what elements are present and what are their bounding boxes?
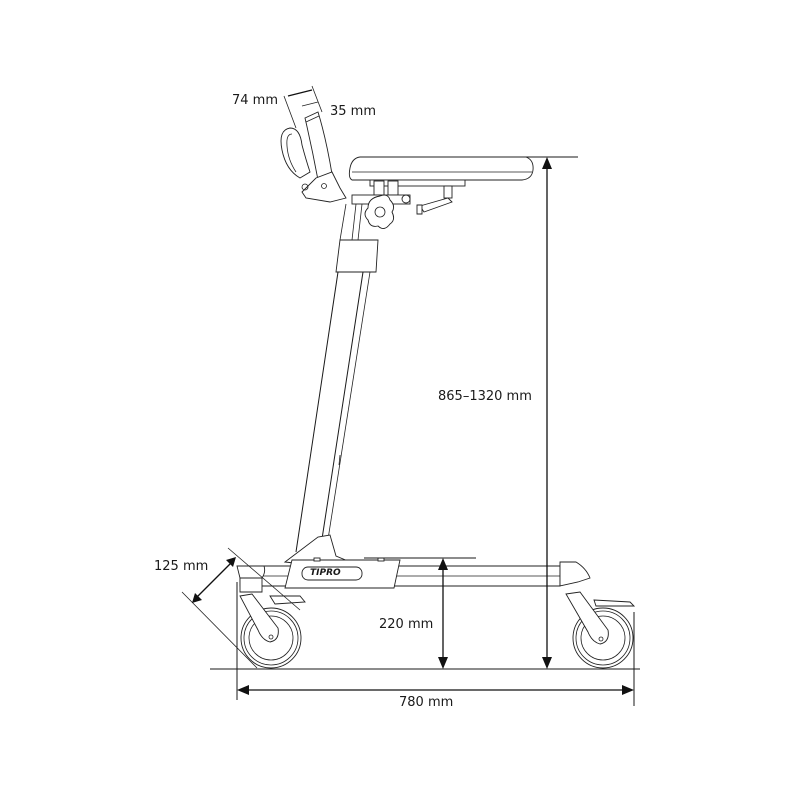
base-frame [236, 534, 591, 593]
dim-handle [283, 85, 323, 129]
star-knob [364, 194, 395, 229]
dim-label-35mm: 35 mm [330, 104, 377, 119]
dim-label-height: 865–1320 mm [438, 389, 532, 404]
dim-label-220mm: 220 mm [379, 617, 434, 632]
rear-caster [239, 593, 306, 669]
dim-height [526, 156, 578, 669]
handle-assembly [280, 111, 347, 203]
dim-base-height [364, 557, 476, 669]
brand-logo: TIPRO [310, 568, 341, 578]
dim-label-780mm: 780 mm [399, 695, 454, 710]
dim-length [236, 582, 635, 706]
dim-label-125mm: 125 mm [154, 559, 209, 574]
front-caster [565, 591, 636, 669]
dim-caster [181, 547, 301, 669]
dim-label-74mm: 74 mm [232, 93, 279, 108]
column [295, 203, 379, 553]
